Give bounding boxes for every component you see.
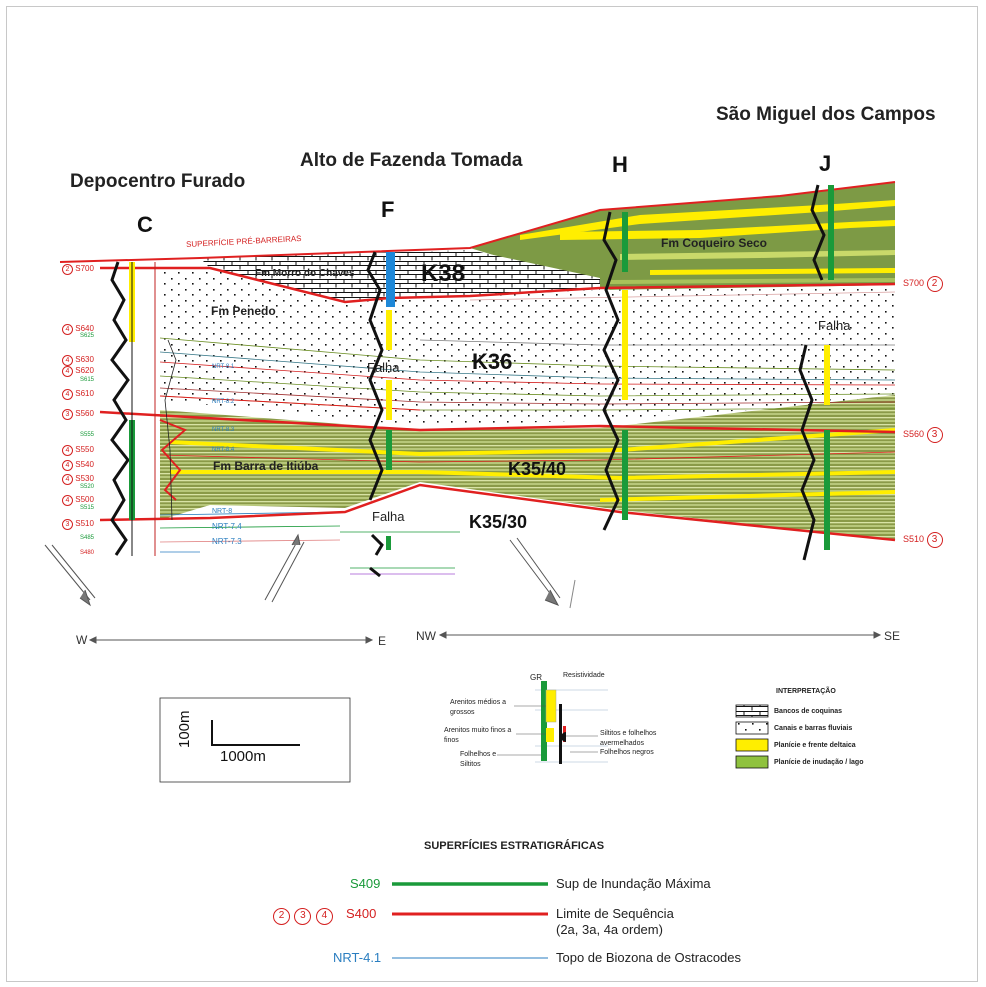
scale-bar xyxy=(211,720,300,746)
left-s530: 4 S530 xyxy=(62,474,94,485)
nrt-73: NRT-7.3 xyxy=(212,537,242,546)
left-s520: S520 xyxy=(80,484,95,490)
scale-vertical-label: 100m xyxy=(176,710,193,748)
left-s555: S555 xyxy=(80,432,95,438)
nrt-label: Topo de Biozona de Ostracodes xyxy=(556,950,742,965)
left-s615: S615 xyxy=(80,377,95,383)
well-j-label: J xyxy=(819,151,832,176)
left-s480: S480 xyxy=(80,550,95,556)
barra-itiuba-body xyxy=(160,395,895,540)
left-s700: 2 S700 xyxy=(62,264,94,275)
log-arenitos-medios: Arenitos médios a grossos xyxy=(450,699,507,716)
dir-se: SE xyxy=(884,629,901,643)
seq-label-2: (2a, 3a, 4a ordem) xyxy=(556,922,663,937)
well-h-log xyxy=(602,211,628,531)
dir-w: W xyxy=(76,633,88,647)
nrt-code: NRT-4.1 xyxy=(333,950,382,965)
left-s540: 4 S540 xyxy=(62,460,94,471)
well-f-label: F xyxy=(381,197,395,222)
interp-item-canais: Canais e barras fluviais xyxy=(774,725,853,732)
log-gr: GR xyxy=(530,673,542,682)
region-depocentro: Depocentro Furado xyxy=(70,171,246,192)
seq-code: S400 xyxy=(346,906,377,921)
seq-k35-30: K35/30 xyxy=(469,512,528,532)
fm-coqueiro-label: Fm Coqueiro Seco xyxy=(661,236,768,250)
left-s625: S625 xyxy=(80,333,95,339)
left-s610: 4 S610 xyxy=(62,389,94,400)
surfaces-legend-lines xyxy=(392,882,548,959)
nrt-3: NRT-8.3 xyxy=(212,427,235,433)
interp-item-deltaica: Planície e frente deltaica xyxy=(774,742,856,749)
nrt-2: NRT-8.2 xyxy=(212,399,235,405)
left-s560: 3 S560 xyxy=(62,409,94,420)
nrt-4: NRT-8.4 xyxy=(212,447,235,453)
order-4: 4 xyxy=(315,908,333,925)
seq-k36: K36 xyxy=(472,349,513,374)
left-s640: 4 S640 xyxy=(62,324,94,335)
figure-frame xyxy=(6,6,978,982)
dir-nw: NW xyxy=(416,629,436,643)
coquina-body xyxy=(200,250,600,302)
nrt-74: NRT-7.4 xyxy=(212,522,242,531)
right-s700: S700 2 xyxy=(903,276,943,292)
left-s620: 4 S620 xyxy=(62,366,94,377)
interpretation-title: INTERPRETAÇÃO xyxy=(776,688,836,695)
well-c-log xyxy=(110,261,187,556)
falha-f-upper: Falha xyxy=(367,360,400,375)
log-legend-sketch xyxy=(497,681,608,764)
well-logs xyxy=(110,184,834,578)
seq-k35-40: K35/40 xyxy=(508,459,567,479)
fm-penedo-label: Fm Penedo xyxy=(211,304,276,318)
seq-k38: K38 xyxy=(421,260,466,287)
mfs-label: Sup de Inundação Máxima xyxy=(556,876,711,891)
left-s500: 4 S500 xyxy=(62,495,94,506)
interp-item-inudacao: Planície de inudação / lago xyxy=(774,759,864,766)
left-s510: 3 S510 xyxy=(62,519,94,530)
region-sao-miguel: São Miguel dos Campos xyxy=(716,104,936,125)
log-folhelhos-negros: Folhelhos negros xyxy=(600,749,654,756)
scale-box xyxy=(159,697,351,783)
interpretation-swatches xyxy=(735,704,769,769)
fm-barra-label: Fm Barra de Itiúba xyxy=(213,459,319,473)
log-folhelhos-siltitos: Folhelhos e Siltitos xyxy=(460,751,497,768)
mfs-code: S409 xyxy=(350,876,381,891)
well-j-log xyxy=(798,184,834,561)
penedo-lower-body xyxy=(160,330,895,426)
nrt-1: NRT-8.1 xyxy=(212,364,235,370)
log-siltitos-avermelhados: Siltitos e folhelhos avermelhados xyxy=(600,730,657,747)
barra-yellow-lenses xyxy=(170,428,895,502)
order-2: 2 xyxy=(273,908,290,925)
well-c-label: C xyxy=(137,212,153,237)
nrt-6: NRT-8 xyxy=(212,508,233,515)
left-s630: 4 S630 xyxy=(62,355,94,366)
interp-item-coquinas: Bancos de coquinas xyxy=(774,708,843,715)
left-s515: S515 xyxy=(80,505,95,511)
left-s485: S485 xyxy=(80,535,95,541)
order-3: 3 xyxy=(294,908,312,925)
scale-horizontal-label: 1000m xyxy=(220,748,266,765)
well-h-label: H xyxy=(612,152,628,177)
log-resistividade: Resistividade xyxy=(563,672,605,679)
left-s550: 4 S550 xyxy=(62,445,94,456)
coqueiro-seco-wedge xyxy=(470,182,895,290)
region-alto: Alto de Fazenda Tomada xyxy=(300,150,523,171)
seq-label-1: Limite de Sequência xyxy=(556,906,674,921)
well-f-log xyxy=(366,251,395,578)
direction-arrows xyxy=(88,631,882,644)
falha-f-lower: Falha xyxy=(372,509,405,524)
right-s510: S510 3 xyxy=(903,532,943,548)
right-s560: S560 3 xyxy=(903,427,943,443)
penedo-body xyxy=(160,266,895,365)
dir-e: E xyxy=(378,634,387,648)
fm-morro-label: Fm Morro do Chaves xyxy=(255,268,355,279)
falha-j: Falha xyxy=(818,318,851,333)
fault-symbols xyxy=(44,533,576,609)
surfaces-legend-title: SUPERFÍCIES ESTRATIGRÁFICAS xyxy=(424,840,605,852)
log-arenitos-finos: Arenitos muito finos a finos xyxy=(444,727,512,744)
seq-order-circles: 2 3 4 xyxy=(273,905,333,925)
